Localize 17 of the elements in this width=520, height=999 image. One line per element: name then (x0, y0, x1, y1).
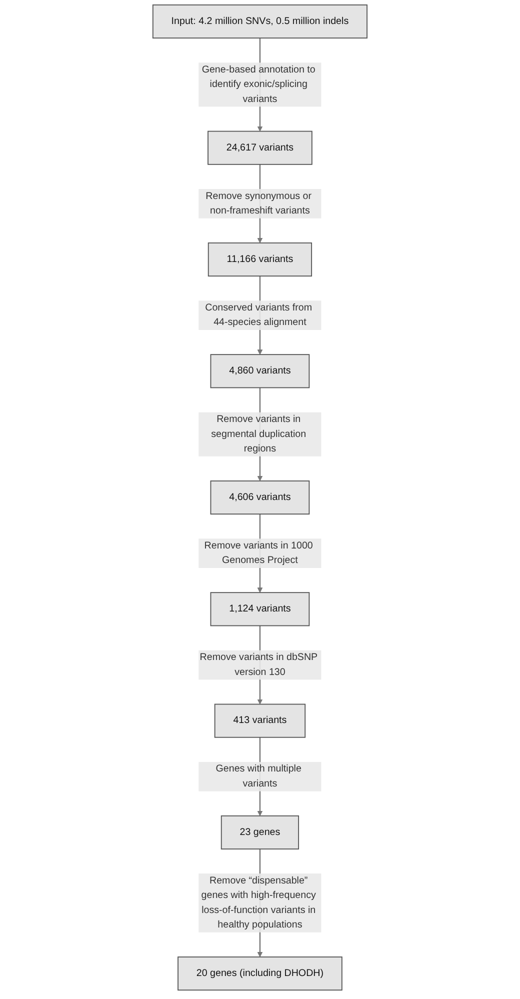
edge-label: Remove variants in segmental duplication regions (211, 414, 306, 454)
node-box: 24,617 variants (208, 130, 312, 165)
node-box: 4,606 variants (210, 480, 310, 515)
edge-label: Remove synonymous or non-frameshift variants (206, 190, 312, 216)
node-box: 1,124 variants (210, 592, 310, 626)
node-box: 20 genes (including DHODH) (178, 956, 342, 991)
node-box: 413 variants (214, 704, 306, 738)
edge-label: Gene-based annotation to identify exonic/splicing variants (202, 64, 316, 104)
edge-label: Genes with multiple variants (216, 764, 302, 789)
edge-label: Remove variants in 1000 Genomes Project (204, 540, 313, 566)
node-box: Input: 4.2 million SNVs, 0.5 million indels (152, 4, 368, 38)
edge-label: Remove “dispensable” genes with high-frequency loss-of-function variants in healthy populations (201, 875, 316, 930)
node-box: 11,166 variants (208, 242, 312, 276)
edge-label: Remove variants in dbSNP version 130 (200, 652, 318, 678)
node-box: 23 genes (220, 815, 300, 850)
edge-label: Conserved variants from 44-species alignment (205, 302, 312, 328)
node-box: 4,860 variants (210, 354, 310, 388)
